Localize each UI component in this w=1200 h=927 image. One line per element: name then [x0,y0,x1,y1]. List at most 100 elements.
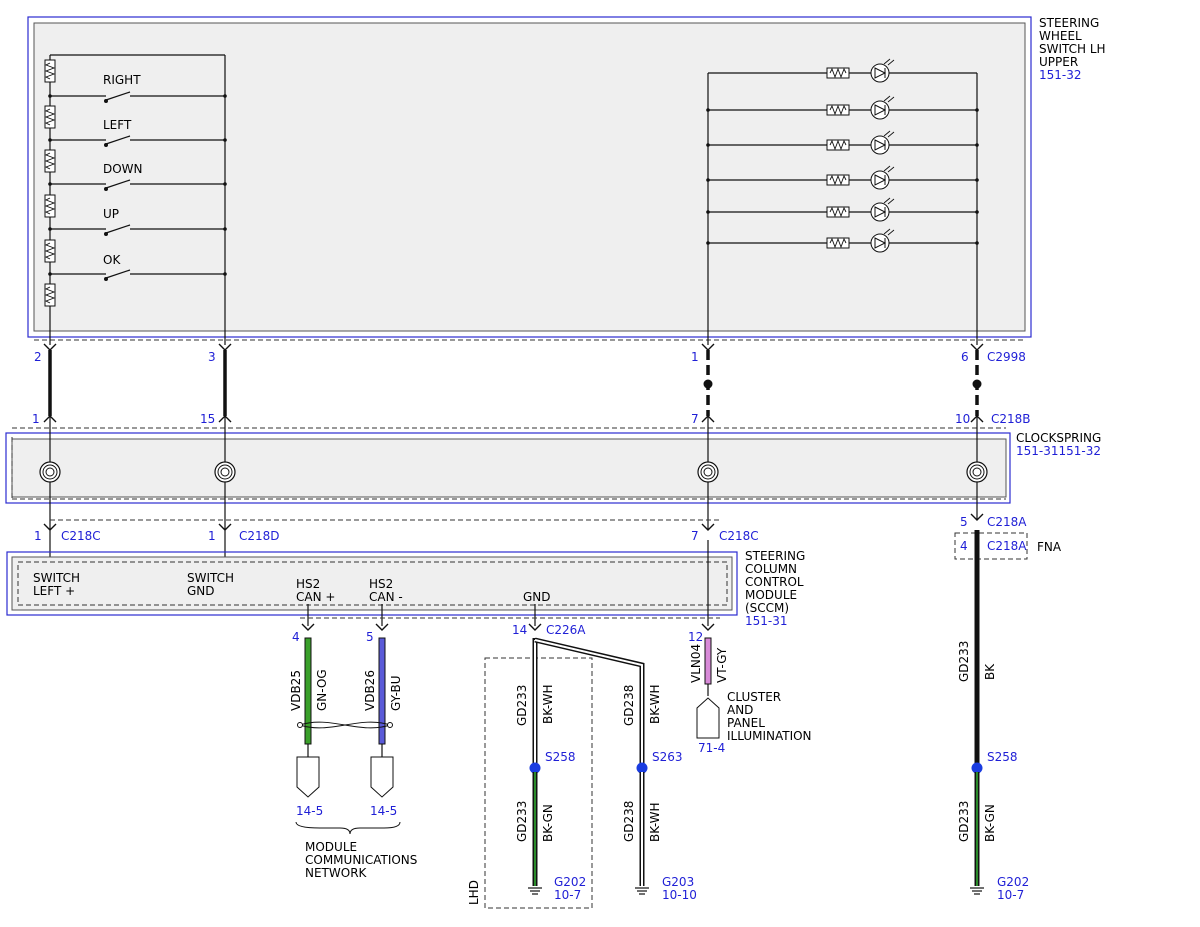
illum-dest-ref: 71-4 [698,741,725,755]
clockspring-coil-icon [214,461,236,483]
led-row-2 [706,95,979,120]
branch2-splice: S263 [652,750,683,764]
can-minus-circuit: VDB26 [363,670,377,711]
sccm-title-5: (SCCM) [745,601,789,615]
network-brace [295,821,401,835]
c226a-name: C226A [546,623,586,637]
c218b-pin-d: 10 [955,412,970,426]
c2998-pin-b: 3 [208,350,216,364]
branch2-ground: G203 [662,875,694,889]
clockspring-title: CLOCKSPRING [1016,431,1101,445]
sccm-terminal-3-l1: HS2 [296,577,320,591]
connector-c218b: 1 15 7 10 C218B [32,412,1031,426]
switch-right-label: RIGHT [103,73,141,87]
lhd-ground-ref: 10-7 [554,888,581,902]
illum-color: VT-GY [715,647,729,683]
resistor-6 [44,283,56,307]
switch-ok: OK [48,253,227,281]
c218b-pin-c: 7 [691,412,699,426]
sccm-terminal-2-l2: GND [187,584,215,598]
switch-up: UP [48,207,227,236]
resistor-3 [44,149,56,173]
can-plus-color: GN-OG [315,669,329,711]
lhd-splice: S258 [545,750,576,764]
sccm-terminal-1-l1: SWITCH [33,571,80,585]
sccm-terminal-2-l1: SWITCH [187,571,234,585]
sccm-terminal-5-l1: GND [523,590,551,604]
can-minus-wire: 5 VDB26 GY-BU 14-5 [363,623,403,818]
right-circuit-lower: GD233 [957,801,971,842]
c218b-pin-b: 15 [200,412,215,426]
c2998-name: C2998 [987,350,1026,364]
illum-dest-1: CLUSTER [727,690,781,704]
fna-connector: C218A [987,539,1027,553]
right-ground: G202 [997,875,1029,889]
switch-down-label: DOWN [103,162,143,176]
can-minus-pin: 5 [366,630,374,644]
illum-dest-3: PANEL [727,716,765,730]
can-minus-color: GY-BU [389,675,403,711]
splice-s263-dot [636,762,648,774]
can-plus-pin: 4 [292,630,300,644]
sccm-terminal-4-l2: CAN - [369,590,403,604]
sccm-title-1: STEERING [745,549,805,563]
illum-dest-4: ILLUMINATION [727,729,812,743]
switch-up-label: UP [103,207,119,221]
right-color-lower: BK-GN [983,804,997,842]
lhd-color-lower: BK-GN [541,804,555,842]
c218a-pin: 5 [960,515,968,529]
steering-switch-title-3: SWITCH LH [1039,42,1106,56]
clockspring-ref: 151-31151-32 [1016,444,1101,458]
steering-switch-ref: 151-32 [1039,68,1082,82]
network-label-3: NETWORK [305,866,368,880]
c2998-pin-d: 6 [961,350,969,364]
switch-right: RIGHT [48,73,227,103]
lhd-circuit-lower: GD233 [515,801,529,842]
connector-c2998: 2 3 1 6 C2998 [34,343,1026,364]
right-color-upper: BK [983,663,997,680]
resistor-2 [44,105,56,129]
led-row-5 [706,197,979,222]
right-ground-ref: 10-7 [997,888,1024,902]
steering-switch-title-1: STEERING [1039,16,1099,30]
sccm-title-4: MODULE [745,588,797,602]
branch2-color-lower: BK-WH [648,802,662,842]
switch-ok-label: OK [103,253,121,267]
clockspring-coil-icon [697,461,719,483]
sccm-title-3: CONTROL [745,575,804,589]
ground-icon [969,887,985,895]
resistor-5 [44,239,56,263]
branch2-circuit-lower: GD238 [622,801,636,842]
c218b-pin-a: 1 [32,412,40,426]
switch-left-label: LEFT [103,118,132,132]
right-circuit-upper: GD233 [957,641,971,682]
sccm-component: STEERING COLUMN CONTROL MODULE (SCCM) 15… [6,540,805,628]
gnd-branch-2: GD238 BK-WH S263 GD238 BK-WH G203 10-10 [534,637,697,902]
c218c-name-a: C218C [61,529,101,543]
led-row-4 [706,165,979,190]
can-plus-wire: 4 VDB25 GN-OG 14-5 [289,623,329,818]
lhd-ground: G202 [554,875,586,889]
steering-switch-title-2: WHEEL [1039,29,1082,43]
led-row-6 [706,228,979,253]
c218a-name: C218A [987,515,1027,529]
resistor-4 [44,194,56,218]
c218d-pin: 1 [208,529,216,543]
clockspring-component: CLOCKSPRING 151-31151-32 [5,416,1101,530]
branch2-circuit-upper: GD238 [622,685,636,726]
steering-switch-component: STEERING WHEEL SWITCH LH UPPER 151-32 RI… [27,16,1106,345]
illum-dest-2: AND [727,703,753,717]
ground-icon [634,887,650,895]
lhd-color-upper: BK-WH [541,684,555,724]
right-splice: S258 [987,750,1018,764]
led-row-3 [706,130,979,155]
gnd-connector-c226a: 14 C226A [512,623,586,637]
branch2-color-upper: BK-WH [648,684,662,724]
led-row-1 [708,58,977,83]
can-minus-dest: 14-5 [370,804,397,818]
lhd-label: LHD [467,880,481,905]
sccm-title-2: COLUMN [745,562,797,576]
can-plus-dest: 14-5 [296,804,323,818]
can-plus-connector-icon [296,756,320,798]
